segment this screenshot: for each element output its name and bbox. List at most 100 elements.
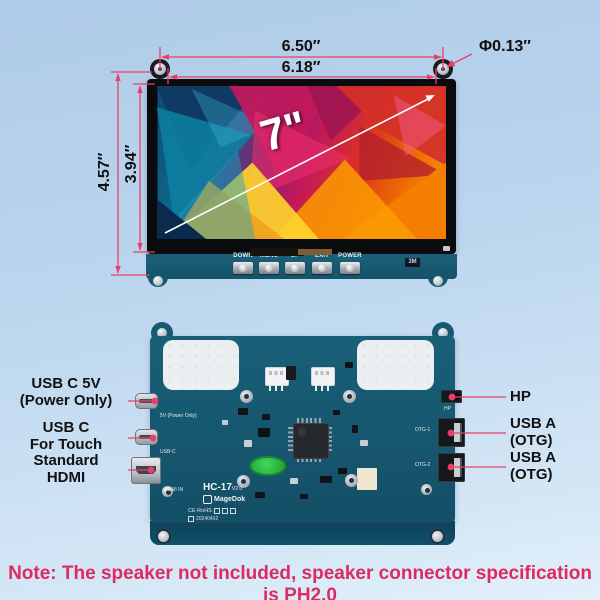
callout-usb-a-1-label: USB A (OTG) [510,415,556,449]
connector-pin [315,385,317,391]
control-button-up [285,262,305,274]
dim-width-inner: 6.18″ [281,59,321,76]
smd-component [357,468,377,490]
smd-component [244,440,252,447]
model-version: V2.0 [231,486,243,492]
silk-certs: CE RoHS [188,508,236,514]
standoff-screw [240,390,253,403]
silk-touch-port: USB-C [160,449,176,455]
control-button-exit [312,262,332,274]
date-icon [188,516,194,522]
silk-brand: MageDok [203,495,245,504]
screw-hole-icon [153,276,163,286]
connector-pin [327,385,329,391]
dim-arrow [427,74,435,80]
silk-power-port: 5V (Power Only) [160,413,197,419]
thermal-pad-left [163,340,239,390]
button-label-menu: MENU [259,253,279,259]
diagonal-size-arrow [164,95,435,234]
smd-component [352,425,358,433]
button-label-down: DOWN [233,253,253,259]
smd-component [262,414,270,420]
ribbon-cable [250,248,304,256]
silk-date: 20240402 [188,516,218,522]
callout-line1: USB C [42,419,90,436]
callout-line2: (OTG) [510,432,553,449]
brand-name: MageDok [214,496,246,503]
standoff-screw [237,475,250,488]
silk-otg2: OTG-2 [415,462,431,468]
standoff-screw [421,484,432,495]
dim-hole-diameter: Φ0.13″ [479,38,531,55]
cert-icon [229,508,236,514]
callout-usb-c-touch-label: USB C For Touch [4,419,128,453]
dim-arrow [137,243,143,251]
smd-component [338,468,347,474]
button-label-exit: EXIT [314,253,330,259]
standoff-screw [343,390,356,403]
cert-icon [213,508,220,514]
model-number: HC-17 [203,482,232,493]
sticker-3m: 3M [405,258,420,267]
cert-text: CE RoHS [188,508,212,514]
dim-arrow [115,73,121,81]
screw-hole-icon [157,328,167,338]
callout-line2: (OTG) [510,466,553,483]
connector-pin [275,385,277,391]
dim-arrow [115,266,121,274]
cert-icon [221,508,228,514]
note-text: Note: The speaker not included, speaker … [8,563,592,600]
connector-pin [321,385,323,391]
callout-line1: USB A [510,449,557,466]
screw-hole-icon [432,531,443,542]
button-label-up: UP [290,253,300,259]
qc-pass-sticker [249,456,287,476]
smd-component [333,410,340,415]
callout-line1: USB C 5V [31,375,101,392]
main-chip [293,423,329,459]
smd-component [286,366,296,380]
smd-component [238,408,248,415]
callout-dot [447,463,455,471]
smd-component [360,440,368,446]
ribbon-cable-tail [298,249,332,255]
callout-dot [147,466,155,474]
smd-component [255,492,265,498]
smd-component [290,478,298,484]
button-label-power: POWER [338,253,362,259]
connector-pin [281,385,283,391]
callout-dot [151,397,159,405]
dim-width-outer: 6.50″ [281,38,321,55]
smd-component [258,428,270,437]
callout-dot [448,393,456,401]
silk-otg1: OTG-1 [415,427,431,433]
display-screen: 7" [157,86,446,239]
smd-component [320,476,332,483]
callout-dot [447,429,455,437]
callout-dot [149,434,157,442]
callout-line1: USB A [510,415,557,432]
dim-arrow [161,54,169,60]
dim-height-inner: 3.94″ [123,144,140,184]
smd-component [300,494,308,499]
dim-height-outer: 4.57″ [96,152,113,192]
silk-model: HC-17V2.0 [203,482,242,493]
callout-line1: HP [510,388,531,405]
control-button-down [233,262,253,274]
connector-pin [269,385,271,391]
callout-hp-label: HP [510,388,531,405]
standoff-screw [345,474,358,487]
speaker-connector-right [311,367,335,386]
screw-hole-icon [158,531,169,542]
smd-component [222,420,228,425]
dim-arrow [169,74,177,80]
leader-arrow [447,59,456,67]
callout-hdmi-label: Standard HDMI [4,452,128,486]
callout-line2: For Touch [29,436,103,453]
smd-component [345,362,353,368]
control-button-power [340,262,360,274]
date-code: 20240402 [196,516,219,522]
dim-arrow [434,54,442,60]
callout-usb-a-2-label: USB A (OTG) [510,449,556,483]
